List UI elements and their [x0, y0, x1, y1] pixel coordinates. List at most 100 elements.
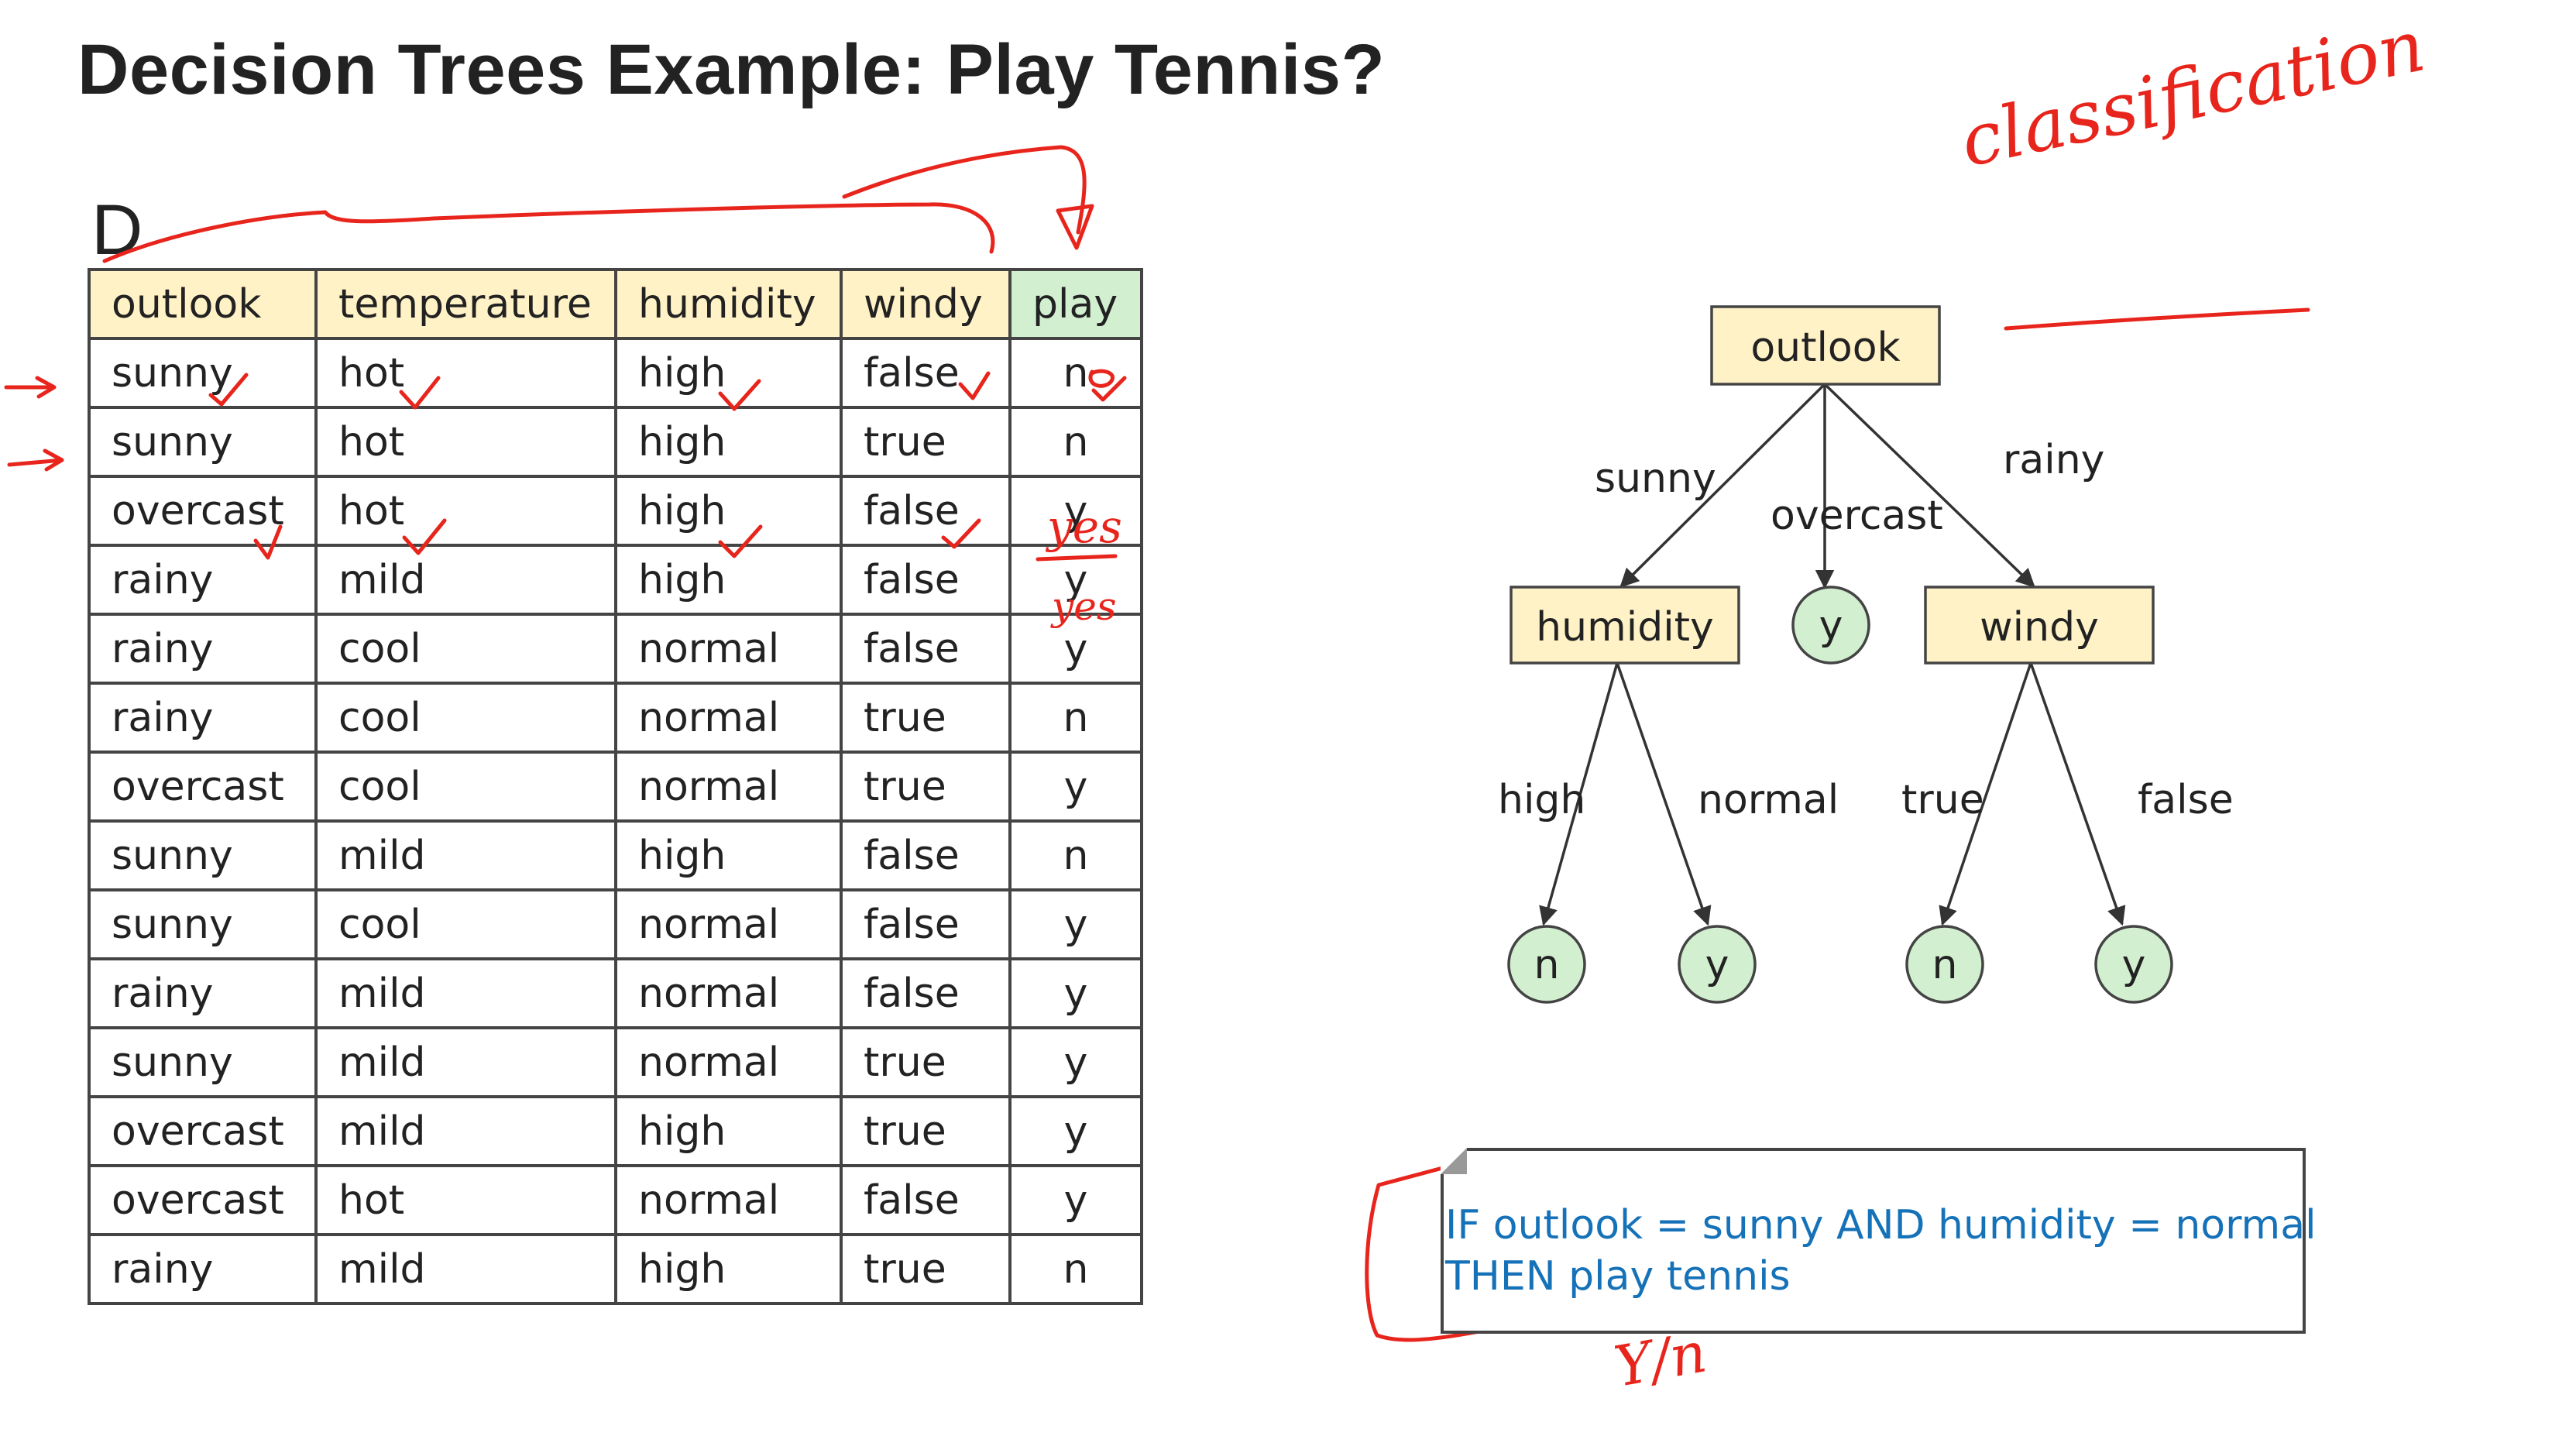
cell-temperature: mild	[314, 819, 617, 891]
edge-label-rainy: rainy	[2003, 437, 2104, 483]
ink-tick-7	[402, 518, 447, 555]
cell-humidity: high	[614, 406, 843, 478]
column-header-play: play	[1008, 268, 1143, 340]
rule-box: IF outlook = sunny AND humidity = normal…	[1441, 1148, 2317, 1334]
leaf-overcast-label: y	[1819, 603, 1843, 649]
edge-label-sunny: sunny	[1595, 455, 1716, 502]
cell-outlook: overcast	[88, 475, 318, 547]
leaf-true: n	[1905, 925, 1984, 1004]
column-header-humidity: humidity	[614, 268, 843, 340]
ink-tick-6	[253, 524, 283, 560]
leaf-high: n	[1507, 925, 1586, 1004]
leaf-normal-label: y	[1705, 942, 1729, 988]
leaf-false: y	[2094, 925, 2173, 1004]
cell-play: y	[1008, 1164, 1143, 1236]
cell-temperature: cool	[314, 682, 617, 754]
ink-classification: classification	[1953, 4, 2431, 183]
cell-windy: false	[840, 888, 1012, 960]
node-outlook: outlook	[1710, 305, 1941, 386]
node-humidity-label: humidity	[1536, 604, 1714, 651]
cell-play: y	[1008, 1095, 1143, 1167]
cell-play: n	[1008, 337, 1143, 409]
cell-temperature: mild	[314, 957, 617, 1029]
cell-humidity: high	[614, 1095, 843, 1167]
cell-temperature: mild	[314, 1095, 617, 1167]
column-header-outlook: outlook	[88, 268, 318, 340]
cell-humidity: normal	[614, 957, 843, 1029]
edge-true	[1939, 662, 2032, 926]
cell-play: n	[1008, 406, 1143, 478]
cell-humidity: normal	[614, 1164, 843, 1236]
cell-temperature: hot	[314, 406, 617, 478]
ink-underline-yes	[1036, 554, 1118, 562]
cell-temperature: hot	[314, 1164, 617, 1236]
cell-temperature: mild	[314, 1233, 617, 1305]
cell-humidity: high	[614, 475, 843, 547]
ink-tick-4	[958, 371, 991, 400]
cell-temperature: mild	[314, 544, 617, 616]
cell-humidity: normal	[614, 888, 843, 960]
training-data-table: outlook temperature humidity windy play …	[88, 268, 1143, 1305]
cell-windy: true	[840, 406, 1012, 478]
cell-outlook: rainy	[88, 957, 318, 1029]
cell-outlook: rainy	[88, 1233, 318, 1305]
ink-yes-2: yes	[1050, 584, 1117, 629]
cell-play: y	[1008, 751, 1143, 823]
edge-label-overcast: overcast	[1771, 493, 1943, 539]
cell-windy: false	[840, 957, 1012, 1029]
cell-windy: false	[840, 544, 1012, 616]
node-windy-label: windy	[1980, 604, 2099, 651]
cell-temperature: mild	[314, 1026, 617, 1098]
leaf-true-label: n	[1932, 942, 1958, 988]
edge-label-true: true	[1901, 777, 1984, 823]
ink-arrow-head	[1056, 204, 1094, 250]
cell-play: y	[1008, 613, 1143, 685]
ink-tick-3	[718, 379, 761, 411]
cell-play: y	[1008, 888, 1143, 960]
edge-sunny	[1619, 383, 1826, 588]
ink-mark-n	[1088, 369, 1115, 388]
cell-temperature: hot	[314, 337, 617, 409]
cell-temperature: cool	[314, 751, 617, 823]
edge-high	[1539, 662, 1619, 926]
cell-play: n	[1008, 1233, 1143, 1305]
cell-play: n	[1008, 819, 1143, 891]
leaf-false-label: y	[2122, 942, 2146, 988]
cell-windy: true	[840, 1095, 1012, 1167]
cell-windy: false	[840, 819, 1012, 891]
cell-humidity: high	[614, 544, 843, 616]
cell-play: y	[1008, 1026, 1143, 1098]
cell-outlook: sunny	[88, 888, 318, 960]
node-outlook-label: outlook	[1750, 325, 1900, 371]
ink-tick-8	[718, 524, 763, 558]
cell-outlook: overcast	[88, 751, 318, 823]
cell-humidity: normal	[614, 613, 843, 685]
column-header-temperature: temperature	[314, 268, 617, 340]
cell-humidity: high	[614, 1233, 843, 1305]
rule-line-2: THEN play tennis	[1445, 1253, 1791, 1300]
cell-windy: false	[840, 337, 1012, 409]
leaf-normal: y	[1678, 925, 1757, 1004]
slide-title: Decision Trees Example: Play Tennis?	[77, 30, 1386, 109]
edge-normal	[1616, 662, 1712, 926]
cell-humidity: normal	[614, 1026, 843, 1098]
ink-tick-1	[208, 373, 249, 407]
ink-row-arrow-2	[7, 448, 64, 472]
cell-outlook: overcast	[88, 1095, 318, 1167]
cell-windy: false	[840, 1164, 1012, 1236]
cell-outlook: sunny	[88, 819, 318, 891]
cell-windy: true	[840, 682, 1012, 754]
rule-line-1: IF outlook = sunny AND humidity = normal	[1445, 1202, 2317, 1249]
cell-windy: true	[840, 1233, 1012, 1305]
leaf-overcast: y	[1791, 586, 1870, 665]
edge-label-false: false	[2138, 777, 2234, 823]
ink-underline-top	[2004, 307, 2310, 331]
